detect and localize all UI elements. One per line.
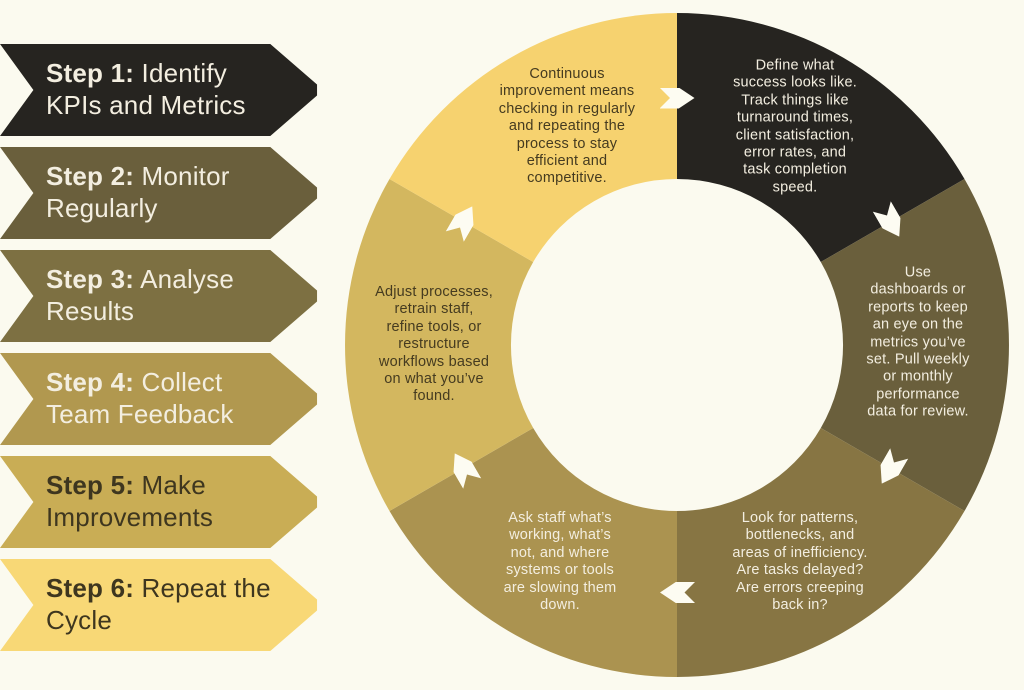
step-banner-3: Step 3: Analyse Results bbox=[0, 250, 318, 342]
step-banner-label: Step 5: Make Improvements bbox=[46, 470, 271, 533]
step-number: Step 6: bbox=[46, 573, 135, 604]
segment-text-improvements: Adjust processes, retrain staff, refine … bbox=[375, 284, 493, 405]
wheel-segment-monitor bbox=[820, 179, 1009, 511]
step-number: Step 3: bbox=[46, 264, 135, 295]
step-text: Monitor Regularly bbox=[46, 161, 230, 223]
step-text: Repeat the Cycle bbox=[46, 573, 271, 635]
wheel-segment-analyse bbox=[677, 428, 965, 677]
wheel-segment-team-feedback bbox=[389, 428, 677, 677]
step-banner-label: Step 6: Repeat the Cycle bbox=[46, 573, 271, 636]
wheel-segment-identify-kpis bbox=[677, 13, 965, 262]
step-banner-5: Step 5: Make Improvements bbox=[0, 456, 318, 548]
step-banner-label: Step 4: Collect Team Feedback bbox=[46, 367, 271, 430]
step-banner-2: Step 2: Monitor Regularly bbox=[0, 147, 318, 239]
step-number: Step 2: bbox=[46, 161, 135, 192]
step-text: Make Improvements bbox=[46, 470, 214, 532]
step-banner-4: Step 4: Collect Team Feedback bbox=[0, 353, 318, 445]
step-banner-label: Step 2: Monitor Regularly bbox=[46, 161, 271, 224]
segment-text-team-feedback: Ask staff what’s working, what’s not, an… bbox=[503, 509, 617, 613]
wheel-segment-improvements bbox=[345, 179, 534, 511]
step-text: Identify KPIs and Metrics bbox=[46, 58, 246, 120]
step-banner-label: Step 1: Identify KPIs and Metrics bbox=[46, 58, 271, 121]
cycle-arrow-icon-top bbox=[659, 87, 695, 109]
segment-text-repeat-cycle: Continuous improvement means checking in… bbox=[498, 66, 636, 187]
step-banner-1: Step 1: Identify KPIs and Metrics bbox=[0, 44, 318, 136]
wheel-segment-repeat-cycle bbox=[389, 13, 677, 262]
step-number: Step 5: bbox=[46, 470, 135, 501]
step-text: Collect Team Feedback bbox=[46, 367, 234, 429]
segment-text-monitor: Use dashboards or reports to keep an eye… bbox=[866, 264, 970, 420]
step-number: Step 4: bbox=[46, 367, 135, 398]
segment-text-analyse: Look for patterns, bottlenecks, and area… bbox=[732, 509, 868, 613]
step-banner-6: Step 6: Repeat the Cycle bbox=[0, 559, 318, 651]
steps-column: Step 1: Identify KPIs and Metrics Step 2… bbox=[0, 44, 330, 662]
step-text: Analyse Results bbox=[46, 264, 234, 326]
step-number: Step 1: bbox=[46, 58, 135, 89]
step-banner-label: Step 3: Analyse Results bbox=[46, 264, 271, 327]
segment-text-identify-kpis: Define what success looks like. Track th… bbox=[733, 57, 857, 196]
